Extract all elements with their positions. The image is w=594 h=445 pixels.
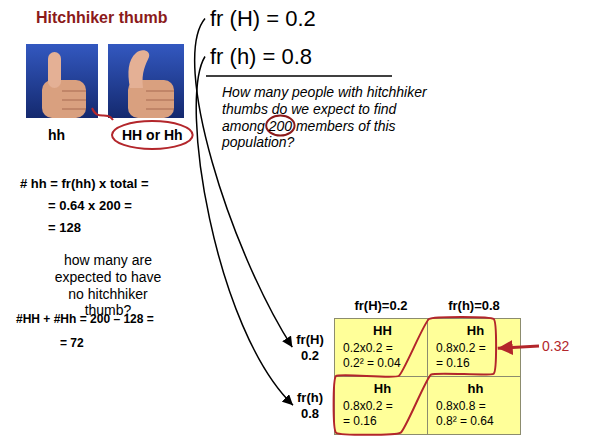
- label-box: = 0.64 x 200 =: [48, 198, 132, 214]
- photo-background: [108, 44, 184, 118]
- row-header: fr(h) 0.8: [297, 390, 323, 421]
- label-box: fr(H)=0.2: [354, 298, 407, 314]
- fist: [42, 80, 86, 118]
- genotype-label: Hh: [436, 323, 515, 339]
- frequency-product: 0.8x0.8 = 0.8² = 0.64: [436, 399, 495, 428]
- genotype-label: HH or Hh: [122, 127, 183, 144]
- finger-lines: [62, 91, 86, 109]
- label-box: 0.32: [542, 338, 569, 355]
- label-box: fr(H) 0.2: [296, 332, 323, 363]
- finger-lines: [146, 91, 174, 109]
- underline: [206, 75, 392, 77]
- label-box: fr(h) 0.8: [297, 390, 323, 421]
- label-box: = 128: [48, 220, 81, 236]
- frequency-product: 0.8x0.2 = = 0.16: [343, 399, 402, 428]
- thumb-photo-hitchhiker: [108, 44, 184, 118]
- thumb-photo-straight: [26, 44, 98, 118]
- label-box: #HH + #Hh = 200 – 128 =: [16, 312, 154, 326]
- red-ring: [112, 121, 193, 149]
- bent-thumb: [128, 50, 149, 88]
- calculation-result: = 128: [48, 220, 81, 236]
- question-text: How many people with hitchhiker thumbs d…: [222, 84, 436, 151]
- curved-arrow: [195, 19, 293, 348]
- genotype-label: hh: [436, 381, 515, 397]
- allele-frequency: fr (H) = 0.2: [210, 6, 316, 32]
- label-box: how many are expected to have no hitchhi…: [46, 252, 170, 319]
- title-box: Hitchhiker thumb: [36, 8, 168, 27]
- frequency-product: 0.8x0.2 = = 0.16: [436, 341, 495, 370]
- label-box: fr (H) = 0.2: [210, 6, 316, 32]
- red-ring: [266, 116, 294, 136]
- allele-frequency: fr (h) = 0.8: [210, 44, 312, 70]
- calculation: #HH + #Hh = 200 – 128 =: [16, 312, 154, 326]
- column-header: fr(H)=0.2: [354, 298, 407, 314]
- label-box: HH or Hh: [122, 127, 183, 144]
- photo-background: [26, 44, 98, 118]
- sum-value: 0.32: [542, 338, 569, 355]
- punnett-cell: HH 0.2x0.2 = 0.2² = 0.04: [334, 318, 428, 377]
- label-box: # hh = fr(hh) x total =: [20, 176, 149, 192]
- calculation-result: = 72: [60, 336, 84, 350]
- label-box: = 72: [60, 336, 84, 350]
- calculation: # hh = fr(hh) x total =: [20, 176, 149, 192]
- genotype-label: hh: [48, 127, 65, 144]
- punnett-cell: hh 0.8x0.8 = 0.8² = 0.64: [427, 376, 521, 435]
- label-box: fr(h)=0.8: [448, 298, 500, 314]
- label-box: fr (h) = 0.8: [210, 44, 312, 70]
- red-arrow: [498, 346, 539, 348]
- red-loop: [334, 317, 496, 435]
- genotype-label: Hh: [343, 381, 422, 397]
- thumb: [48, 52, 61, 88]
- punnett-cell: Hh 0.8x0.2 = = 0.16: [427, 318, 521, 377]
- curved-arrow: [196, 57, 293, 406]
- column-header: fr(h)=0.8: [448, 298, 500, 314]
- row-header: fr(H) 0.2: [296, 332, 323, 363]
- label-box: hh: [48, 127, 65, 144]
- genotype-label: HH: [343, 323, 422, 339]
- punnett-cell: Hh 0.8x0.2 = = 0.16: [334, 376, 428, 435]
- red-squiggle: [92, 108, 113, 120]
- label-box: How many people with hitchhiker thumbs d…: [222, 84, 436, 151]
- fist: [128, 80, 174, 118]
- question-text: how many are expected to have no hitchhi…: [46, 252, 170, 319]
- slide-title: Hitchhiker thumb: [36, 8, 168, 27]
- calculation: = 0.64 x 200 =: [48, 198, 132, 214]
- frequency-product: 0.2x0.2 = 0.2² = 0.04: [343, 341, 402, 370]
